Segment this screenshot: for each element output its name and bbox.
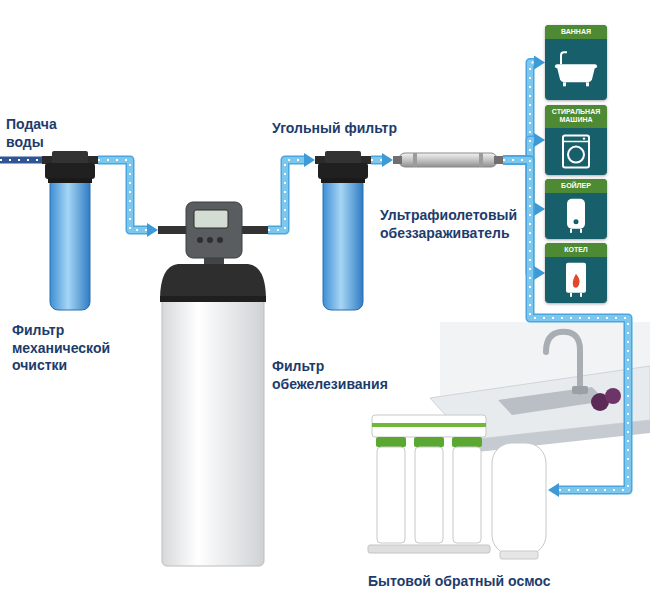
card-title: БОЙЛЕР [545, 179, 607, 193]
water-pipe [371, 153, 393, 167]
iron-removal-filter: Фильтр обежелезивания [158, 198, 268, 568]
uv-sterilizer: Ультрафиолетовый обеззараживатель [393, 150, 503, 170]
pipe-flow [503, 63, 536, 161]
pipe-body [503, 160, 628, 490]
device-label: Ультрафиолетовый обеззараживатель [380, 207, 528, 242]
cartridge-picture [315, 150, 371, 312]
device-label: Угольный фильтр [272, 120, 422, 138]
plum [605, 388, 621, 404]
pipe-outline [268, 160, 306, 230]
boiler-card: БОЙЛЕР [545, 179, 607, 239]
pipe-body [98, 160, 149, 230]
heater-card: КОТЕЛ [545, 243, 607, 303]
supply-pipe [0, 160, 42, 161]
pipe-outline [503, 63, 536, 161]
faucet-base [572, 386, 588, 394]
flow-arrowhead [548, 483, 559, 497]
heater-icon [545, 257, 607, 303]
pipe-body [503, 63, 536, 161]
card-title: СТИРАЛЬНАЯ МАШИНА [545, 105, 607, 128]
washer-icon [545, 128, 607, 175]
faucet [546, 332, 580, 392]
pipe-body [268, 160, 306, 230]
pipe-flow [503, 160, 628, 490]
sink-basin [498, 387, 606, 415]
supply-label: Подача воды [6, 116, 68, 151]
bathroom-card: ВАННАЯ [545, 25, 607, 100]
supply-pipe-body [0, 157, 42, 164]
device-label: Фильтр механической очистки [12, 322, 137, 375]
countertop-edge [468, 420, 650, 453]
water-pipe [268, 153, 315, 230]
water-pipe [503, 56, 545, 161]
pipe-outline [503, 160, 628, 490]
flow-arrowhead [534, 266, 545, 280]
cartridge-picture [42, 150, 98, 312]
pipe-outline [98, 160, 149, 230]
softener-picture [158, 198, 268, 568]
supply-pipe-flow [0, 159, 42, 161]
flow-arrowhead [534, 56, 545, 70]
flow-arrowhead [304, 153, 315, 167]
pipe-flow [98, 160, 149, 230]
carbon-filter: Угольный фильтр [315, 150, 371, 312]
washer-card: СТИРАЛЬНАЯ МАШИНА [545, 105, 607, 175]
flow-arrowhead [534, 202, 545, 216]
boiler-icon [545, 193, 607, 239]
water-pipe [98, 160, 158, 237]
card-title: ВАННАЯ [545, 25, 607, 39]
device-label: Бытовой обратный осмос [368, 573, 588, 591]
pipe-flow [268, 160, 306, 230]
flow-arrowhead [382, 153, 393, 167]
ro-picture [368, 405, 548, 565]
device-label: Фильтр обежелезивания [272, 358, 412, 393]
uv-picture [393, 150, 503, 170]
reverse-osmosis-unit: Бытовой обратный осмос [368, 405, 548, 565]
card-title: КОТЕЛ [545, 243, 607, 257]
flow-arrowhead [147, 223, 158, 237]
mechanical-filter: Фильтр механической очистки [42, 150, 98, 312]
bath-icon [545, 39, 607, 100]
flow-arrowhead [534, 133, 545, 147]
